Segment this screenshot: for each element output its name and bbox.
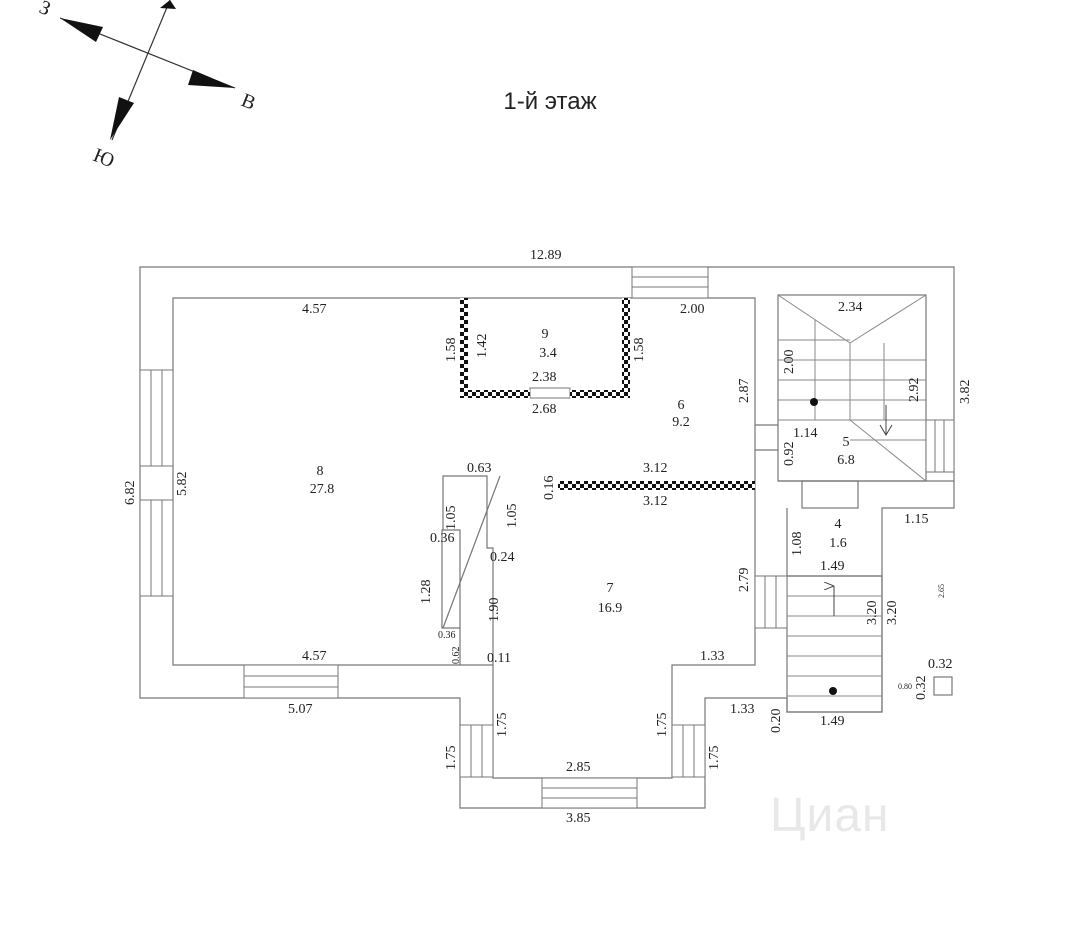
dim-label: 0.92 [782,442,797,467]
room-5-number: 5 [843,435,850,450]
dim-label: 2.79 [737,568,752,593]
dim-label: 1.08 [790,532,805,557]
dim-label: 2.65 [937,584,946,598]
dim-label: 1.33 [730,702,755,717]
room-7-area: 16.9 [598,601,623,616]
compass-south-arrow [110,97,134,140]
room-7-number: 7 [607,581,614,596]
dim-label: 1.58 [444,338,459,363]
dim-label: 3.82 [958,380,973,405]
dim-label: 0.80 [898,682,912,691]
dim-label: 2.38 [532,370,557,385]
dim-label: 2.34 [838,300,863,315]
compass-west-arrow [60,18,103,42]
stair-marker-upper [810,398,818,406]
dim-label: 2.00 [680,302,705,317]
dim-label: 12.89 [530,248,562,263]
dim-label: 2.68 [532,402,557,417]
floor-title: 1-й этаж [503,88,597,115]
dim-label: 0.16 [542,476,557,501]
dim-label: 1.15 [904,512,929,527]
room-9-number: 9 [542,327,549,342]
dim-label: 0.11 [487,651,511,666]
dim-label: 1.28 [419,580,434,605]
windows [139,266,955,809]
room-6-area: 9.2 [672,415,690,430]
dim-label: 1.75 [655,713,670,738]
compass-north-arrow [160,0,176,9]
compass: З В Ю [36,0,259,172]
dim-label: 4.57 [302,649,327,664]
dim-label: 0.36 [430,531,455,546]
staircase-upper [777,294,927,482]
stair-marker-lower [829,687,837,695]
dim-label: 5.82 [175,472,190,497]
dim-label: 1.49 [820,714,845,729]
room-4-area: 1.6 [829,536,847,551]
dim-label: 2.92 [907,378,922,403]
dim-label: 0.63 [467,461,492,476]
dim-label: 1.33 [700,649,725,664]
dimension-labels: 12.89 4.57 2.00 2.34 2.38 2.68 1.14 0.63… [288,248,953,826]
dim-label: 1.75 [707,746,722,771]
compass-east-label: В [238,89,259,114]
room-8-number: 8 [317,464,324,479]
room-labels: 9 3.4 6 9.2 8 27.8 5 6.8 4 1.6 7 16.9 [310,327,855,616]
watermark: Циан [770,789,890,842]
dim-label: 0.20 [769,709,784,734]
walls [139,266,955,809]
staircase-lower [787,586,882,697]
room-5-area: 6.8 [837,453,855,468]
dim-label: 2.87 [737,379,752,404]
compass-west-label: З [36,0,54,20]
dim-label: 1.49 [820,559,845,574]
compass-south-label: Ю [90,144,117,172]
dim-label: 1.05 [505,504,520,529]
dim-label: 1.14 [793,426,818,441]
dim-label: 4.57 [302,302,327,317]
dim-label: 3.85 [566,811,591,826]
partitions [460,298,755,490]
room-4-number: 4 [835,517,842,532]
dim-label: 1.05 [444,506,459,531]
dim-label: 3.12 [643,494,668,509]
dim-label: 1.42 [475,334,490,359]
dimension-labels-vertical: 1.58 1.42 1.58 2.00 2.87 2.92 3.82 0.92 … [123,334,973,771]
dim-label: 5.07 [288,702,313,717]
dim-label: 2.00 [782,350,797,375]
room-9-area: 3.4 [539,346,557,361]
room-6-number: 6 [678,398,685,413]
dim-label: 0.32 [914,676,929,701]
dim-label: 3.20 [865,601,880,626]
dim-label: 0.62 [451,647,462,665]
dim-label: 0.24 [490,550,515,565]
room-8-area: 27.8 [310,482,335,497]
dim-label: 0.32 [928,657,953,672]
dim-label: 3.12 [643,461,668,476]
dim-label: 1.90 [487,598,502,623]
dim-label: 0.36 [438,630,456,641]
dim-label: 1.58 [632,338,647,363]
dim-label: 6.82 [123,481,138,506]
dim-label: 1.75 [495,713,510,738]
dim-label: 3.20 [885,601,900,626]
dim-label: 1.75 [444,746,459,771]
compass-east-arrow [188,70,235,88]
dim-label: 2.85 [566,760,591,775]
